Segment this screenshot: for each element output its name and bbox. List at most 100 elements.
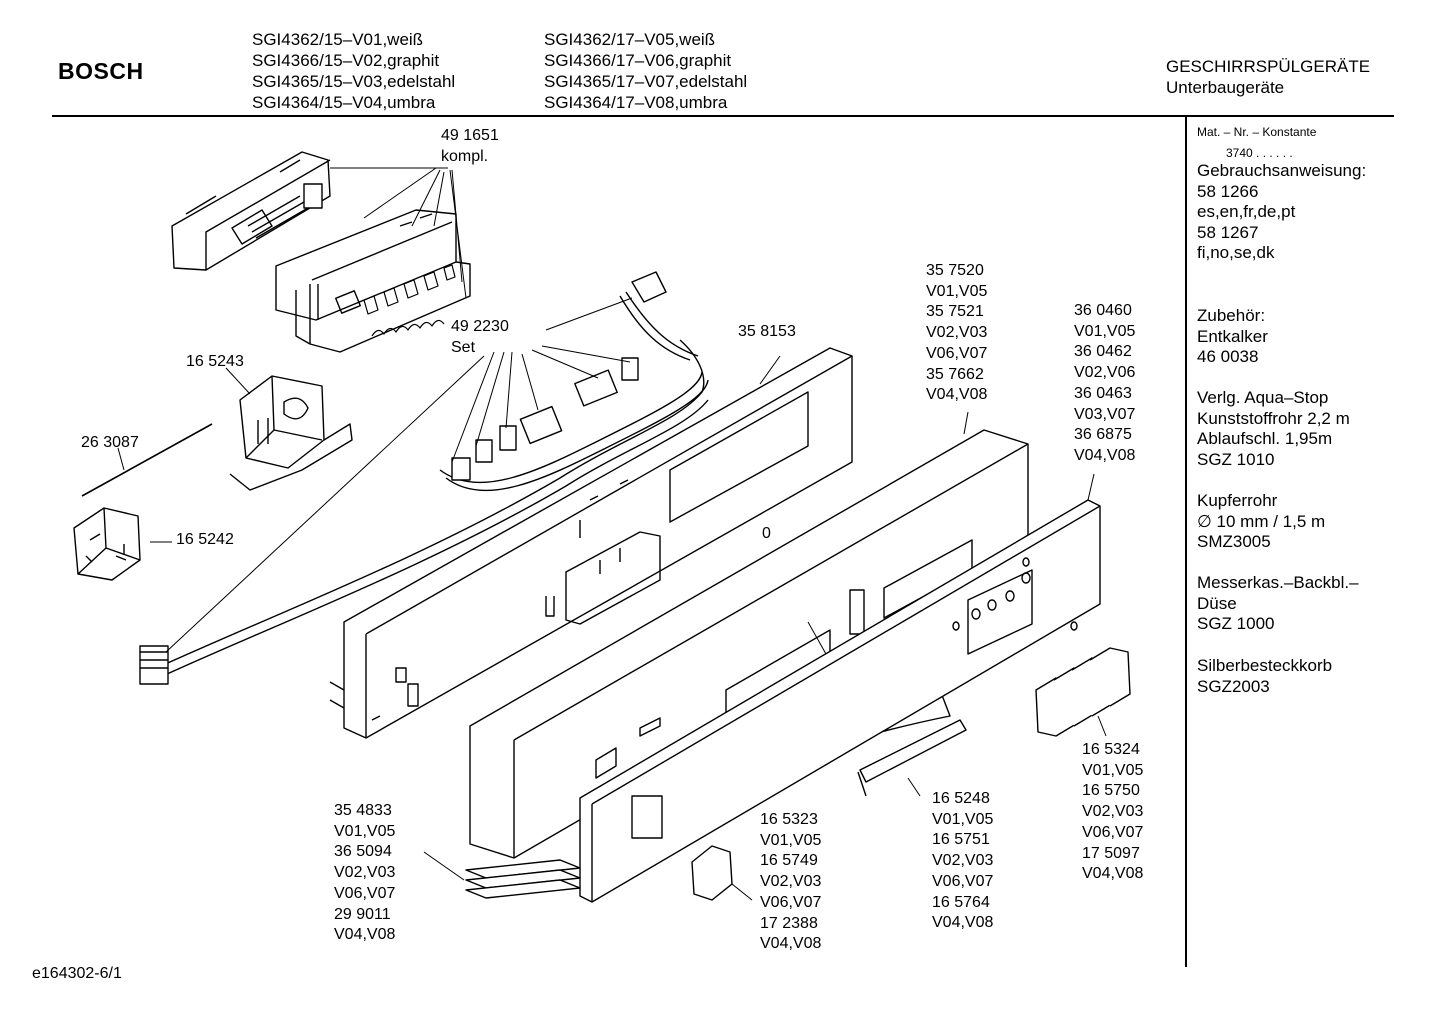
label-358153: 35 8153 xyxy=(738,323,796,340)
model-line: SGI4364/15–V04,umbra xyxy=(252,93,436,112)
label-165324: 16 5324 V01,V05 16 5750 V02,V03 V06,V07 … xyxy=(1082,740,1143,885)
label-165242: 16 5242 xyxy=(176,531,234,548)
part-line: V04,V08 xyxy=(1082,865,1144,883)
part-line: 36 0460 xyxy=(1074,302,1132,319)
sidebar-line: Kunststoffrohr 2,2 m xyxy=(1197,408,1350,428)
part-line: 17 2388 xyxy=(760,914,818,932)
label-357520: 35 7520 V01,V05 35 7521 V02,V03 V06,V07 … xyxy=(926,261,987,406)
model-line: SGI4364/17–V08,umbra xyxy=(544,93,728,112)
part-line: V04,V08 xyxy=(1074,446,1136,464)
part-line: V06,V07 xyxy=(760,893,822,911)
sidebar-line: Silberbesteckkorb xyxy=(1197,656,1333,675)
sidebar-line: 58 1267 xyxy=(1197,222,1259,242)
sidebar-line: Messerkas.–Backbl.– xyxy=(1197,573,1359,592)
model-line: SGI4366/15–V02,graphit xyxy=(252,51,440,70)
subcategory: Unterbaugeräte xyxy=(1166,78,1285,97)
part-line: V01,V05 xyxy=(334,822,396,840)
part-line: 16 5751 xyxy=(932,831,990,849)
label-354833: 35 4833 V01,V05 36 5094 V02,V03 V06,V07 … xyxy=(334,801,395,946)
part-line: V02,V03 xyxy=(926,324,988,342)
sidebar-line: Ablaufschl. 1,95m xyxy=(1197,429,1333,449)
rod-263087 xyxy=(82,424,212,496)
label-491651: 49 1651 kompl. xyxy=(441,126,499,167)
part-line: 35 7520 xyxy=(926,262,984,279)
sidebar-line: Düse xyxy=(1197,593,1237,613)
sidebar-line: ∅ 10 mm / 1,5 m xyxy=(1197,511,1326,531)
sidebar-block-nozzle: Messerkas.–Backbl.– Düse SGZ 1000 xyxy=(1197,573,1359,635)
sidebar-line: 46 0038 xyxy=(1197,347,1259,367)
sidebar-line: Verlg. Aqua–Stop xyxy=(1197,388,1329,407)
control-board-front xyxy=(276,210,470,352)
part-number: 49 1651 xyxy=(441,127,499,144)
knob-165323 xyxy=(692,846,732,900)
part-note: Set xyxy=(451,338,476,356)
part-line: V01,V05 xyxy=(760,831,822,849)
part-line: V02,V03 xyxy=(760,873,822,891)
sidebar-line: Gebrauchsanweisung: xyxy=(1197,161,1367,180)
part-line: V02,V06 xyxy=(1074,364,1136,382)
part-line: V01,V05 xyxy=(932,810,994,828)
part-line: 16 5323 xyxy=(760,811,818,828)
part-line: V01,V05 xyxy=(1082,761,1144,779)
part-line: V04,V08 xyxy=(760,935,822,953)
part-line: V03,V07 xyxy=(1074,405,1136,423)
part-line: V06,V07 xyxy=(1082,823,1144,841)
sidebar-line: SGZ 1000 xyxy=(1197,614,1275,634)
label-263087: 26 3087 xyxy=(81,434,139,451)
part-line: V04,V08 xyxy=(926,386,988,404)
leader-lines xyxy=(118,168,1106,900)
part-line: 35 7521 xyxy=(926,303,984,321)
category-title: GESCHIRRSPÜLGERÄTE Unterbaugeräte xyxy=(1166,56,1370,98)
sidebar-block-copper: Kupferrohr ∅ 10 mm / 1,5 m SMZ3005 xyxy=(1197,491,1325,553)
part-line: 16 5248 xyxy=(932,790,990,807)
label-165248: 16 5248 V01,V05 16 5751 V02,V03 V06,V07 … xyxy=(932,789,993,934)
model-line: SGI4365/17–V07,edelstahl xyxy=(544,72,748,91)
sidebar-line: Kupferrohr xyxy=(1197,491,1278,510)
category: GESCHIRRSPÜLGERÄTE xyxy=(1166,57,1371,76)
model-line: SGI4366/17–V06,graphit xyxy=(544,51,732,70)
part-note: kompl. xyxy=(441,147,489,165)
part-line: 36 0462 xyxy=(1074,343,1132,361)
part-line: V06,V07 xyxy=(932,872,994,890)
mat-value: 3740 . . . . . . xyxy=(1226,146,1293,160)
sidebar-line: 58 1266 xyxy=(1197,181,1259,201)
label-492230: 49 2230 Set xyxy=(451,317,509,358)
part-line: V06,V07 xyxy=(334,884,396,902)
model-line: SGI4365/15–V03,edelstahl xyxy=(252,72,456,91)
strip-165248 xyxy=(860,720,966,782)
sidebar-line: SGZ2003 xyxy=(1197,676,1270,696)
part-line: V04,V08 xyxy=(334,926,396,944)
part-line: 35 7662 xyxy=(926,365,984,383)
part-line: 35 4833 xyxy=(334,802,392,819)
part-line: V02,V03 xyxy=(1082,803,1144,821)
label-165243: 16 5243 xyxy=(186,353,244,370)
part-line: 16 5749 xyxy=(760,852,818,870)
part-line: 16 5750 xyxy=(1082,782,1140,800)
seal-stack xyxy=(466,860,580,898)
sidebar-block-basket: Silberbesteckkorb SGZ2003 xyxy=(1197,656,1332,697)
label-360460: 36 0460 V01,V05 36 0462 V02,V06 36 0463 … xyxy=(1074,301,1135,467)
label-zero: 0 xyxy=(762,525,771,542)
control-board-back xyxy=(172,152,330,270)
frame-358153 xyxy=(330,348,852,738)
label-165323: 16 5323 V01,V05 16 5749 V02,V03 V06,V07 … xyxy=(760,810,821,955)
drawing-id: e164302-6/1 xyxy=(32,965,122,982)
part-line: V01,V05 xyxy=(1074,322,1136,340)
part-line: 36 5094 xyxy=(334,843,392,861)
part-line: V06,V07 xyxy=(926,344,988,362)
sidebar-line: SMZ3005 xyxy=(1197,532,1271,552)
model-list-2: SGI4362/17–V05,weiß SGI4366/17–V06,graph… xyxy=(544,29,747,113)
model-list-1: SGI4362/15–V01,weiß SGI4366/15–V02,graph… xyxy=(252,29,455,113)
part-line: 29 9011 xyxy=(334,905,391,923)
part-line: 17 5097 xyxy=(1082,844,1140,862)
sidebar-block-aquastop: Verlg. Aqua–Stop Kunststoffrohr 2,2 m Ab… xyxy=(1197,388,1350,470)
model-line: SGI4362/15–V01,weiß xyxy=(252,30,424,49)
switch-165242 xyxy=(74,508,140,580)
part-line: V02,V03 xyxy=(932,852,994,870)
bracket-165243 xyxy=(230,376,352,490)
sidebar-block-accessory: Zubehör: Entkalker 46 0038 xyxy=(1197,306,1268,368)
part-line: 16 5324 xyxy=(1082,741,1140,758)
sidebar-line: es,en,fr,de,pt xyxy=(1197,202,1296,222)
part-number: 49 2230 xyxy=(451,318,509,335)
